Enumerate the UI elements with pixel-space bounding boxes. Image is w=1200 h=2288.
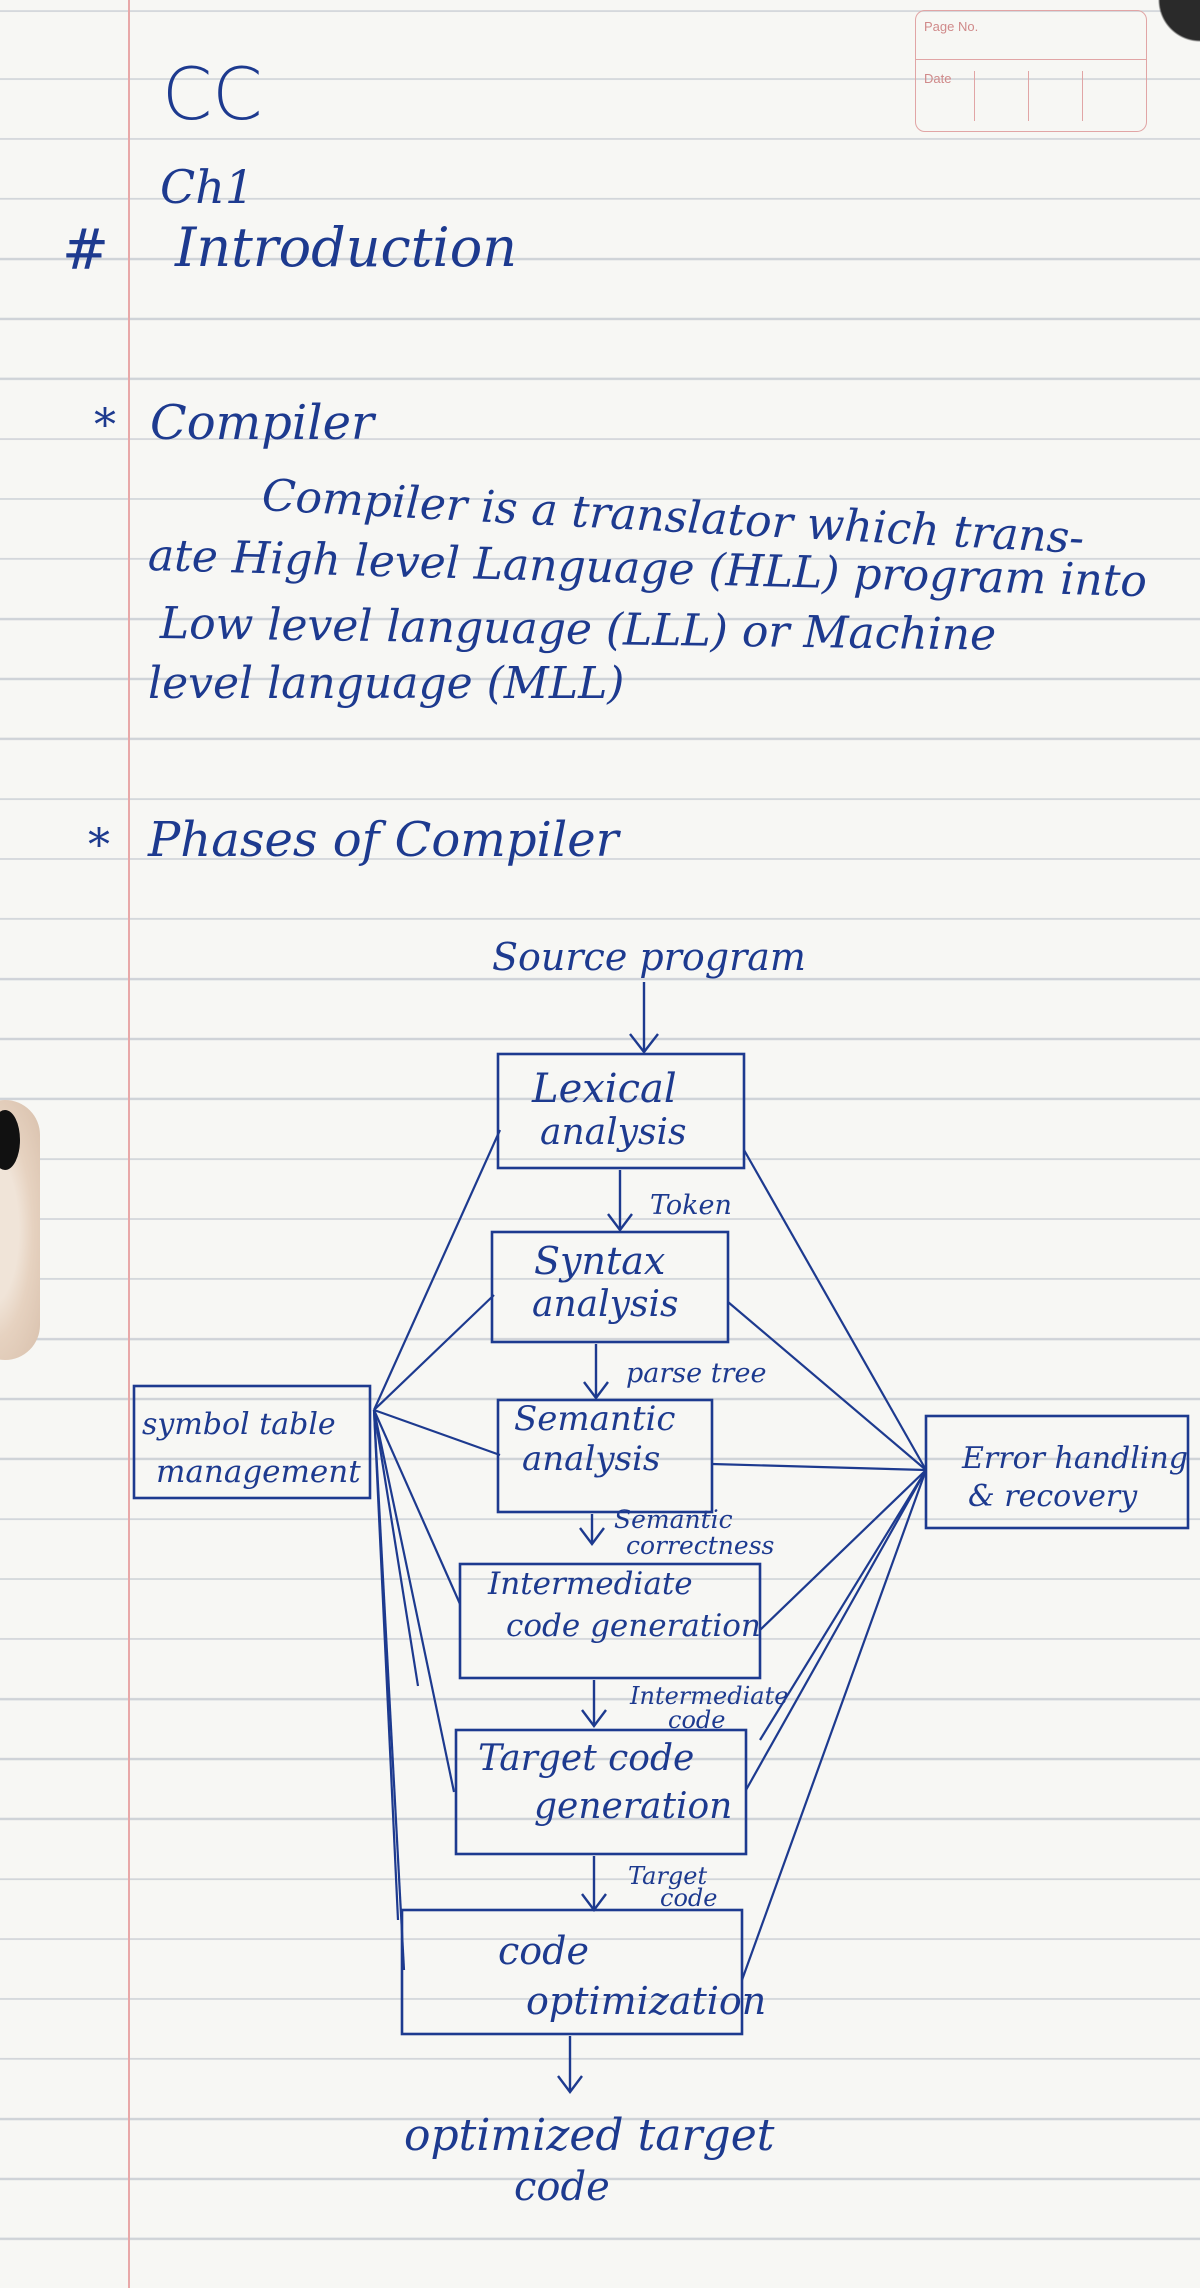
- semantic-analysis-box: [496, 1398, 714, 1514]
- date-cell-divider: [1028, 71, 1029, 121]
- intermediate-code-label1: Intermediate: [629, 1682, 788, 1710]
- syntax-analysis-box: [490, 1230, 730, 1344]
- section-heading: Introduction: [175, 216, 517, 279]
- flow-arrowhead: [583, 1381, 609, 1400]
- flow-arrowhead: [607, 1213, 633, 1232]
- date-cell-divider: [974, 71, 975, 121]
- date-label: Date: [924, 71, 952, 86]
- date-cell-divider: [1082, 71, 1083, 121]
- lexical-line1: Lexical: [531, 1066, 677, 1112]
- code-optimization-box: [400, 1908, 744, 2036]
- date-box-divider: [916, 59, 1146, 60]
- output-line2: code: [514, 2164, 610, 2210]
- phases-subheading: Phases of Compiler: [148, 812, 619, 868]
- thumb-nail-shadow: [0, 1110, 20, 1170]
- target-code-generation-box: [454, 1728, 748, 1856]
- tcg-line2: generation: [534, 1786, 732, 1827]
- definition-line: level language (MLL): [148, 658, 625, 709]
- flow-arrowhead: [581, 1709, 607, 1728]
- tcg-line1: Target code: [478, 1738, 694, 1779]
- intermediate-code-generation-box: [458, 1562, 762, 1680]
- output-line1: optimized target: [404, 2110, 775, 2161]
- parse-tree-label: parse tree: [626, 1358, 766, 1389]
- page-date-box: Page No. Date: [915, 10, 1147, 132]
- compiler-subheading: Compiler: [150, 395, 374, 451]
- page-no-label: Page No.: [924, 19, 979, 34]
- semantic-correctness-label1: Semantic: [614, 1505, 733, 1534]
- target-code-label2: code: [660, 1884, 717, 1912]
- flow-arrowhead: [557, 2075, 583, 2094]
- bullet-star: *: [88, 820, 110, 871]
- compiler-phases-diagram: Source program Lexical analysis Token Sy…: [132, 940, 1190, 2210]
- page-corner-shadow: [1140, 0, 1200, 60]
- chapter-label: Ch1: [160, 160, 255, 214]
- semantic-line2: analysis: [522, 1439, 660, 1479]
- symbol-table-box: [132, 1384, 372, 1500]
- semantic-line1: Semantic: [514, 1399, 675, 1439]
- source-program-label: Source program: [492, 940, 806, 979]
- flow-arrowhead: [629, 1033, 659, 1054]
- symbol-table-line2: management: [156, 1454, 361, 1490]
- opt-line1: code: [498, 1929, 589, 1973]
- target-code-label1: Target: [628, 1862, 707, 1890]
- symbol-table-connectors: [372, 1129, 502, 1971]
- icg-line1: Intermediate: [487, 1566, 693, 1602]
- definition-line: Low level language (LLL) or Machine: [159, 598, 997, 661]
- error-handling-line2: & recovery: [968, 1479, 1138, 1514]
- margin-line: [128, 0, 130, 2288]
- hash-symbol: #: [62, 218, 109, 283]
- syntax-line1: Syntax: [534, 1239, 665, 1283]
- syntax-line2: analysis: [532, 1284, 678, 1325]
- bullet-star: *: [94, 400, 116, 451]
- lexical-line2: analysis: [540, 1112, 686, 1153]
- opt-line2: optimization: [526, 1979, 766, 2023]
- semantic-correctness-label2: correctness: [626, 1531, 774, 1560]
- error-handling-line1: Error handling: [961, 1441, 1188, 1476]
- notes-title: CC: [162, 52, 263, 136]
- symbol-table-line1: symbol table: [142, 1407, 336, 1442]
- icg-line2: code generation: [506, 1608, 761, 1644]
- lexical-analysis-box: [496, 1052, 746, 1170]
- error-handling-connectors: [711, 1149, 928, 1981]
- flow-arrowhead: [579, 1527, 605, 1546]
- token-label: Token: [650, 1190, 732, 1221]
